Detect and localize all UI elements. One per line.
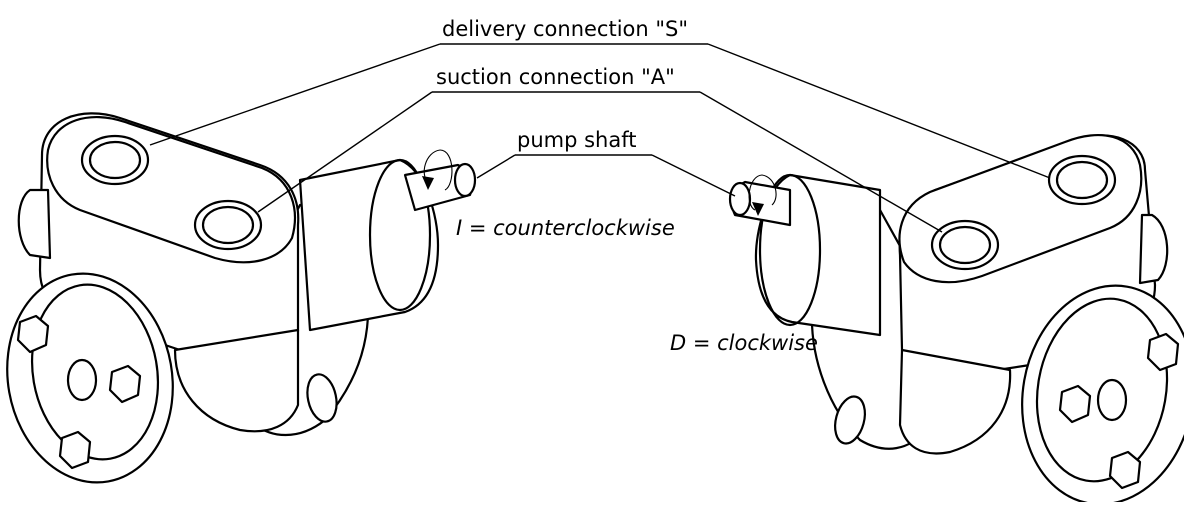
right-suction-port [930, 219, 1000, 271]
left-pump [6, 112, 477, 484]
right-bolt-2 [1058, 384, 1092, 424]
counterclockwise-label: I = counterclockwise [456, 216, 675, 240]
pump-shaft-label: pump shaft [517, 128, 636, 152]
clockwise-label: D = clockwise [670, 331, 818, 355]
left-bolt-2 [108, 364, 142, 404]
ccw-rotation-icon [439, 149, 453, 191]
left-center-hole [66, 358, 98, 402]
cw-arrowhead-icon [752, 202, 764, 216]
suction-connection-label: suction connection "A" [436, 65, 675, 89]
ccw-arrowhead-icon [422, 176, 434, 190]
right-center-hole [1096, 378, 1128, 422]
left-bolt-3 [58, 430, 92, 470]
left-suction-port [193, 199, 263, 251]
delivery-connection-label: delivery connection "S" [442, 17, 688, 41]
right-bolt-3 [1108, 450, 1142, 490]
left-delivery-port [80, 134, 150, 186]
leader-lines [149, 43, 1051, 233]
cw-rotation-icon [748, 174, 763, 211]
left-bolt-1 [16, 314, 50, 354]
right-delivery-port [1047, 154, 1117, 206]
right-bolt-1 [1146, 332, 1180, 372]
right-pump [728, 134, 1184, 506]
